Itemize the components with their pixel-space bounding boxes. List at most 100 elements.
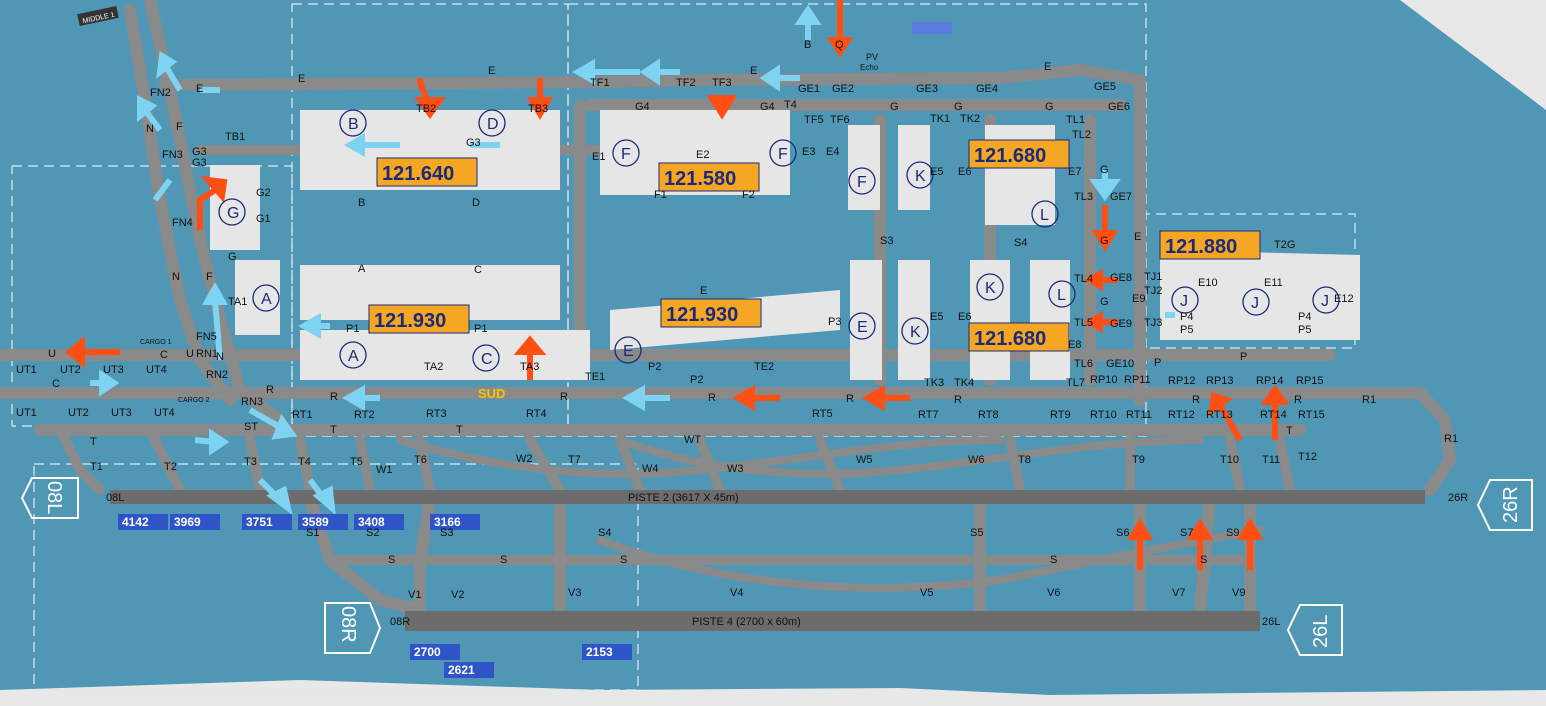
taxiway-label-e: E xyxy=(1044,61,1051,73)
taxiway-label-ge8: GE8 xyxy=(1110,272,1132,284)
svg-text:121.680: 121.680 xyxy=(974,328,1046,350)
taxiway-label-fn3: FN3 xyxy=(162,149,183,161)
svg-text:J: J xyxy=(1180,293,1188,310)
taxiway-label-t: T xyxy=(456,424,463,436)
taxiway-label-e8: E8 xyxy=(1068,339,1081,351)
taxiway-label-fn5: FN5 xyxy=(196,331,217,343)
taxiway-label-tf1: TF1 xyxy=(590,77,610,89)
taxiway-label-e5: E5 xyxy=(930,311,943,323)
taxiway-label-rt1: RT1 xyxy=(292,409,313,421)
taxiway-label-tk2: TK2 xyxy=(960,113,980,125)
taxiway-label-s: S xyxy=(1050,554,1057,566)
taxiway-label-t11: T11 xyxy=(1262,454,1280,466)
taxiway-label-g4: G4 xyxy=(760,101,775,113)
taxiway-label-s: S xyxy=(388,554,395,566)
taxiway-label-rt14: RT14 xyxy=(1260,409,1287,421)
taxiway-label-g: G xyxy=(1100,296,1109,308)
taxiway-label-v6: V6 xyxy=(1047,587,1060,599)
taxiway-label-rt15: RT15 xyxy=(1298,409,1325,421)
taxiway-label-p3: P3 xyxy=(828,316,841,328)
taxiway-label-n: N xyxy=(172,271,180,283)
outbound-arrows xyxy=(90,4,1175,516)
taxiway-label-ut2: UT2 xyxy=(68,407,89,419)
taxiway-label-v4: V4 xyxy=(730,587,743,599)
taxiway-label-n: N xyxy=(216,351,224,363)
taxiway-label-s9: S9 xyxy=(1226,527,1239,539)
runway-sign-26L: 26L xyxy=(1286,604,1343,656)
taxiway-label-w2: W2 xyxy=(516,453,533,465)
svg-text:D: D xyxy=(487,116,499,133)
taxiway-label-wt: WT xyxy=(684,434,701,446)
taxiway-label-tl5: TL5 xyxy=(1074,317,1093,329)
svg-text:3166: 3166 xyxy=(434,515,461,529)
taxiway-label-tf3: TF3 xyxy=(712,77,732,89)
taxiway-label-r: R xyxy=(954,394,962,406)
taxiway-label-e7: E7 xyxy=(1068,166,1081,178)
freq-box-4: 121.880 xyxy=(1159,230,1261,260)
taxiway-label-q: Q xyxy=(835,39,844,51)
taxiway-label-p5: P5 xyxy=(1298,324,1311,336)
taxiway-label-ta2: TA2 xyxy=(424,361,443,373)
taxiway-label-tl6: TL6 xyxy=(1074,358,1093,370)
taxiway-label-rp14: RP14 xyxy=(1256,375,1284,387)
freq-box-7: 121.680 xyxy=(968,322,1070,352)
taxiway-label-b: B xyxy=(804,39,811,51)
taxiway-label-te1: TE1 xyxy=(585,371,605,383)
taxiway-label-t4: T4 xyxy=(298,456,311,468)
taxiway-label-p5: P5 xyxy=(1180,324,1193,336)
svg-text:E: E xyxy=(623,343,634,360)
taxiway-label-g3: G3 xyxy=(466,137,481,149)
svg-text:F: F xyxy=(857,174,867,191)
taxiway-label-rt11: RT11 xyxy=(1126,409,1152,421)
taxiway-label-e: E xyxy=(298,73,305,85)
taxiway-label-rn3: RN3 xyxy=(241,396,263,408)
taxiway-label-rt8: RT8 xyxy=(978,409,999,421)
taxiway-label-rp12: RP12 xyxy=(1168,375,1196,387)
taxiway-label-a: A xyxy=(358,263,366,275)
taxiway-label-tj1: TJ1 xyxy=(1144,271,1162,283)
taxiway-label-tj3: TJ3 xyxy=(1144,317,1162,329)
taxiway-label-rt9: RT9 xyxy=(1050,409,1071,421)
taxiway-label-e10: E10 xyxy=(1198,277,1218,289)
terminal-marker-k: K xyxy=(906,161,934,189)
taxiway-label-tl3: TL3 xyxy=(1074,191,1093,203)
taxiway-label-ut2: UT2 xyxy=(60,364,81,376)
taxiway-label-s3: S3 xyxy=(440,527,453,539)
taxiway-label-r: R xyxy=(266,384,274,396)
taxiway-label-ut1: UT1 xyxy=(16,364,37,376)
taxiway-label-ge3: GE3 xyxy=(916,83,938,95)
taxiway-label-ge10: GE10 xyxy=(1106,358,1134,370)
taxiway-label-t: T xyxy=(330,424,337,436)
cargo1-label: CARGO 1 xyxy=(140,339,172,346)
terminal-marker-f: F xyxy=(848,167,876,195)
terminal-marker-j: J xyxy=(1312,286,1340,314)
runway-piste4-label: PISTE 4 (2700 x 60m) xyxy=(692,616,801,628)
taxiway-label-t: T xyxy=(90,436,97,448)
taxiway-label-g: G xyxy=(228,251,237,263)
taxiway-label-tf6: TF6 xyxy=(830,114,850,126)
taxiway-label-p1: P1 xyxy=(474,323,487,335)
taxiway-label-g: G xyxy=(1045,101,1054,113)
taxiway-label-r: R xyxy=(708,392,716,404)
ship-icon xyxy=(912,22,952,34)
svg-text:G: G xyxy=(227,205,239,222)
svg-text:121.580: 121.580 xyxy=(664,168,736,190)
taxiway-label-f: F xyxy=(176,121,183,133)
taxiway-label-p1: P1 xyxy=(346,323,359,335)
echo-label: Echo xyxy=(860,63,879,72)
taxiway-label-ut3: UT3 xyxy=(103,364,124,376)
taxiway-label-v5: V5 xyxy=(920,587,933,599)
taxiway-label-rp11: RP11 xyxy=(1124,374,1151,386)
taxiway-label-fn4: FN4 xyxy=(172,217,193,229)
taxiway-label-ge5: GE5 xyxy=(1094,81,1116,93)
freq-box-6: 121.930 xyxy=(660,298,762,328)
land-ne xyxy=(1400,0,1546,110)
taxiway-label-tf2: TF2 xyxy=(676,77,696,89)
taxiway-label-s: S xyxy=(1200,554,1207,566)
taxiway-label-w4: W4 xyxy=(642,463,659,475)
taxiway-label-d: D xyxy=(472,197,480,209)
taxiway-label-rp15: RP15 xyxy=(1296,375,1324,387)
terminal-marker-f: F xyxy=(769,139,797,167)
terminal-marker-a: A xyxy=(339,341,367,369)
